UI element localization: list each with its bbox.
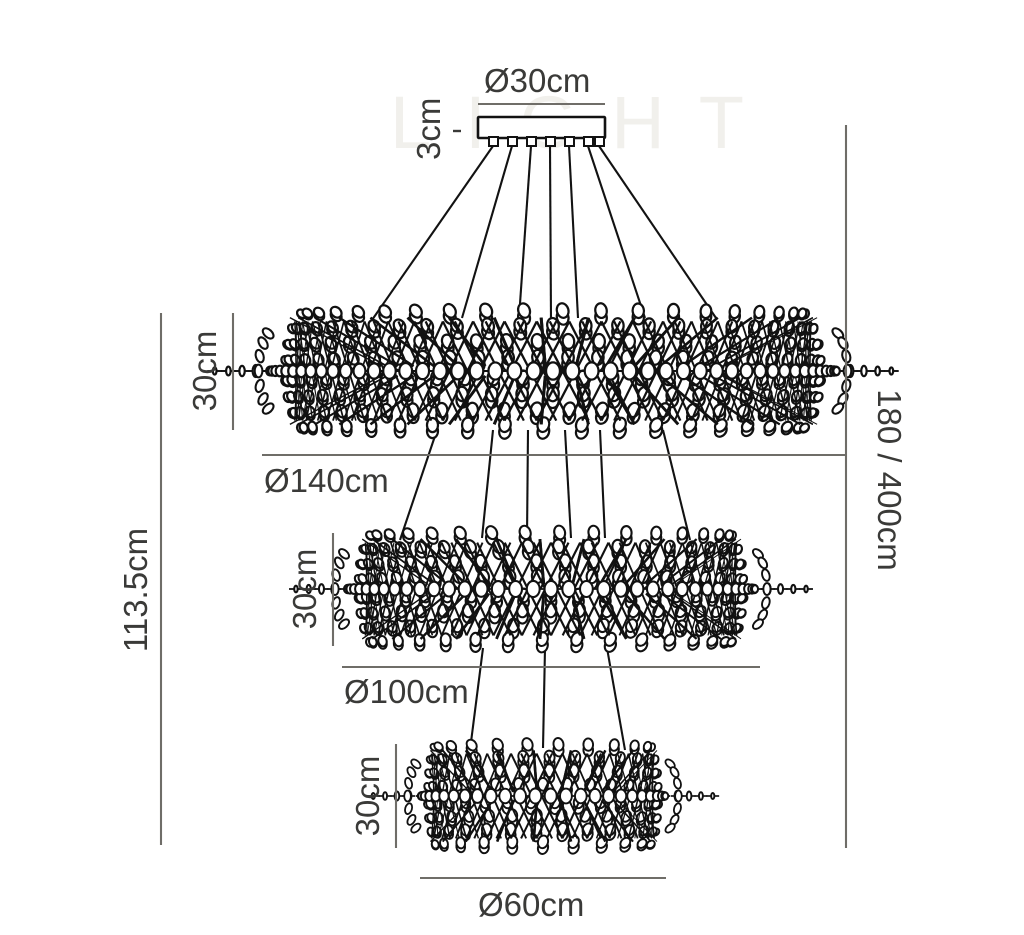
- suspension-cables-lower: [468, 647, 627, 751]
- suspension-cables-upper: [371, 145, 717, 323]
- tier1-height-label: 30cm: [186, 331, 223, 412]
- ceiling-canopy: [476, 115, 607, 140]
- crystal-ring-tier-1: [207, 302, 899, 440]
- suspension-cables-middle: [399, 429, 692, 541]
- canopy-height-label: 3cm: [410, 98, 447, 160]
- drop-range-label: 180 / 400cm: [871, 389, 908, 571]
- tier3-height-label: 30cm: [349, 756, 386, 837]
- tier3-diameter-label: Ø60cm: [478, 886, 584, 923]
- canopy-cable-nubs: [488, 136, 605, 147]
- tier1-diameter-label: Ø140cm: [264, 462, 389, 499]
- crystal-ring-tier-2: [289, 524, 813, 654]
- overall-height-label: 113.5cm: [117, 528, 154, 652]
- canopy-diameter-label: Ø30cm: [484, 62, 590, 99]
- crystal-ring-tier-3: [366, 737, 720, 855]
- tier2-height-label: 30cm: [286, 549, 323, 630]
- tier2-diameter-label: Ø100cm: [344, 673, 469, 710]
